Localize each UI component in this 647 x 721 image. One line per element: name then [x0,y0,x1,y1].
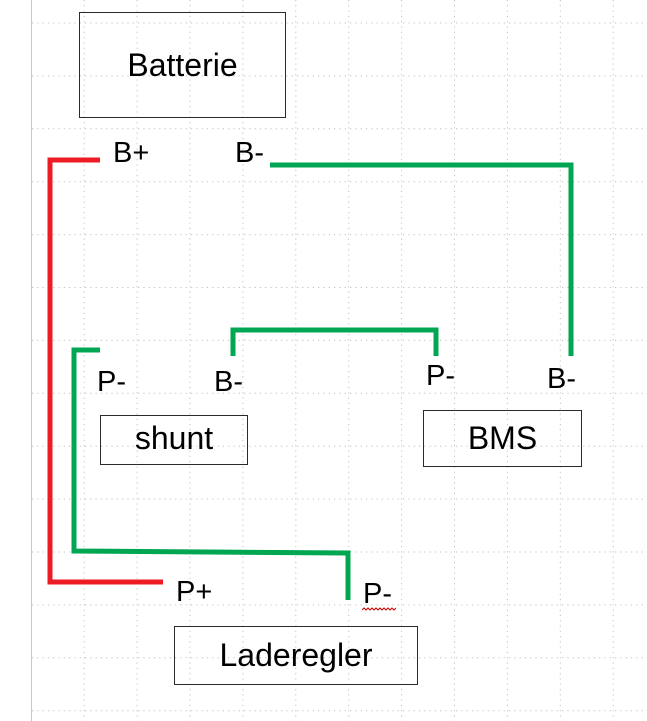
terminal-laderegler-pplus: P+ [176,576,213,608]
terminal-batterie-bminus: B- [235,137,264,169]
batterie-box[interactable]: Batterie [79,12,286,118]
positive-wire[interactable] [47,157,163,585]
bms-box[interactable]: BMS [423,410,582,467]
shunt-label: shunt [134,419,214,456]
page-border [31,0,32,721]
terminal-batterie-bplus: B+ [113,137,150,169]
terminal-shunt-bminus: B- [214,366,243,398]
laderegler-label: Laderegler [219,637,373,673]
bms-label: BMS [467,420,538,456]
terminal-bms-pminus: P- [426,360,455,392]
laderegler-box[interactable]: Laderegler [174,626,418,685]
battery-negative-wire[interactable] [270,162,574,356]
grid [32,0,647,721]
shunt-bms-wire[interactable] [230,327,439,356]
terminal-shunt-pminus: P- [97,366,126,398]
spellcheck-underline [362,607,396,611]
shunt-charger-wire[interactable] [71,347,351,600]
terminal-bms-bminus: B- [547,363,576,395]
shunt-box[interactable]: shunt [100,415,248,465]
batterie-label: Batterie [127,46,238,83]
terminal-laderegler-pminus: P- [363,578,392,610]
